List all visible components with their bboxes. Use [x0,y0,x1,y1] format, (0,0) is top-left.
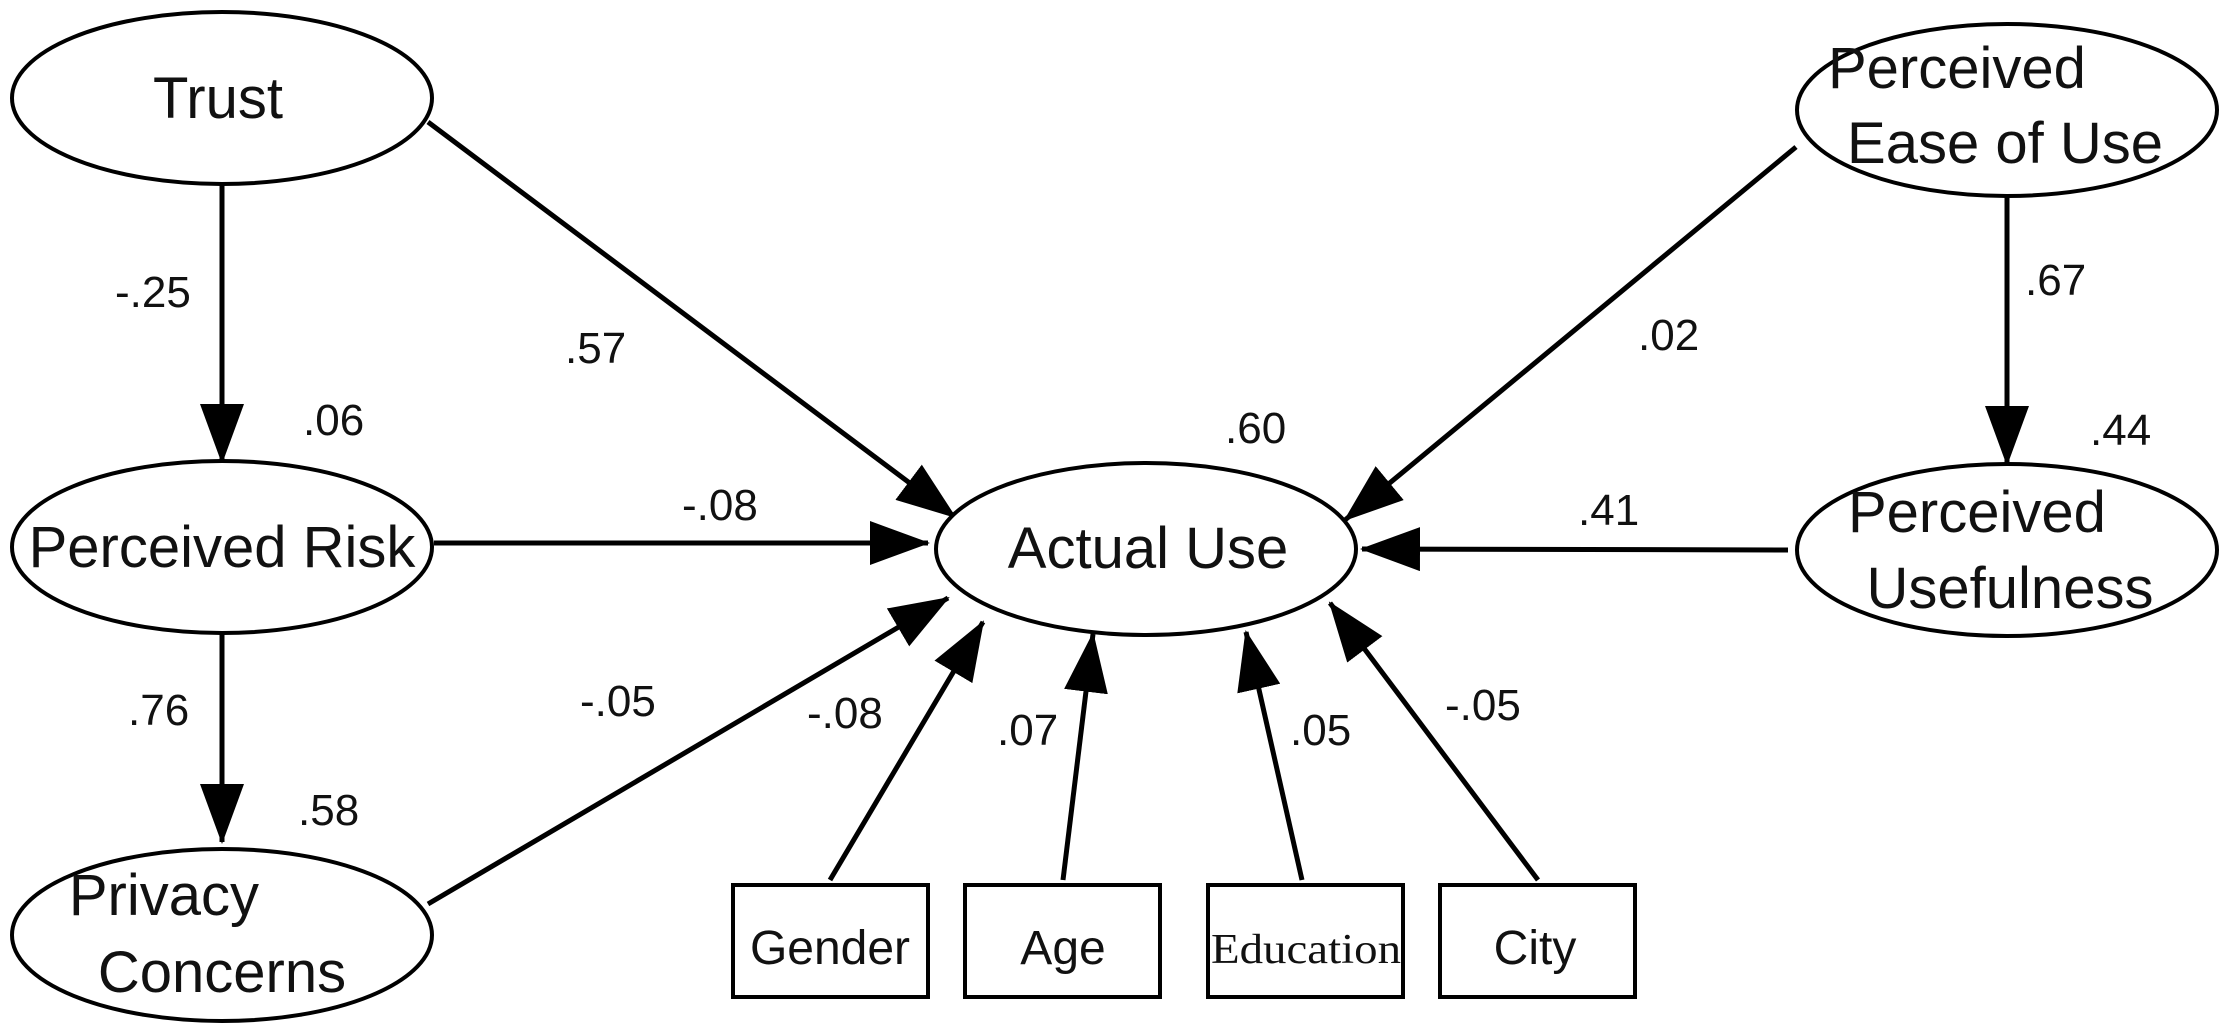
coef-privacy-to-use: -.05 [580,677,656,726]
coef-education-to-use: .05 [1290,706,1351,755]
coef-ease-to-usefulness: .67 [2025,256,2086,305]
coef-trust-to-use: .57 [565,324,626,373]
coef-usefulness-to-use: .41 [1578,486,1639,535]
node-gender-shape [731,883,930,999]
node-trust-label: Trust [153,66,283,131]
r2-privacy-concerns: .58 [298,786,359,835]
node-city-shape [1438,883,1637,999]
r2-perceived-usefulness: .44 [2090,406,2151,455]
edge-usefulness-to-use [1360,527,1789,572]
edge-age-to-use [1060,632,1108,881]
node-education-shape [1206,883,1405,999]
coef-risk-to-use: -.08 [682,481,758,530]
node-actual-use-label: Actual Use [1008,516,1288,581]
usefulness-line-1: Perceived [1848,480,2106,545]
usefulness-line-2: Usefulness [1867,556,2154,621]
edge-education-to-use [1237,630,1305,881]
edges [200,119,2029,907]
node-city-label: City [1494,922,1577,975]
node-perceived-risk-shape [10,459,434,635]
node-trust-shape [10,10,434,186]
edge-city-to-use [1328,601,1540,882]
coef-city-to-use: -.05 [1445,681,1521,730]
edge-trust-to-use [426,119,957,520]
node-perceived-ease-of-use-label: Perceived Ease of Use [1828,36,2163,176]
r-squared-values: .06 .58 .60 .44 [298,396,2151,835]
node-actual-use-shape [934,461,1358,637]
ease-of-use-line-2: Ease of Use [1847,111,2163,176]
r2-perceived-risk: .06 [303,396,364,445]
privacy-concerns-line-1: Privacy [69,863,259,928]
edge-ease-to-use [1343,145,1798,522]
node-perceived-usefulness-shape [1795,462,2219,638]
coef-gender-to-use: -.08 [807,689,883,738]
node-privacy-concerns-label: Privacy Concerns [69,863,346,1005]
path-coefficients: -.25 .57 -.08 .76 -.05 -.08 .07 .05 -.05… [115,256,2086,755]
node-education-label: Education [1211,927,1401,973]
nodes: Trust Perceived Risk Privacy Concerns Ac… [10,10,2219,1023]
r2-actual-use: .60 [1225,404,1286,453]
node-gender-label: Gender [750,922,910,975]
ease-of-use-line-1: Perceived [1828,36,2086,101]
coef-trust-to-risk: -.25 [115,268,191,317]
coef-ease-to-use: .02 [1638,311,1699,360]
privacy-concerns-line-2: Concerns [98,940,346,1005]
node-perceived-usefulness-label: Perceived Usefulness [1848,480,2153,621]
node-privacy-concerns-shape [10,847,434,1023]
coef-risk-to-privacy: .76 [128,686,189,735]
edge-gender-to-use [827,620,986,882]
edge-privacy-to-use [426,595,950,907]
node-age-label: Age [1020,922,1105,975]
node-perceived-risk-label: Perceived Risk [29,515,417,580]
node-age-shape [963,883,1162,999]
node-perceived-ease-of-use-shape [1795,22,2219,198]
coef-age-to-use: .07 [997,706,1058,755]
